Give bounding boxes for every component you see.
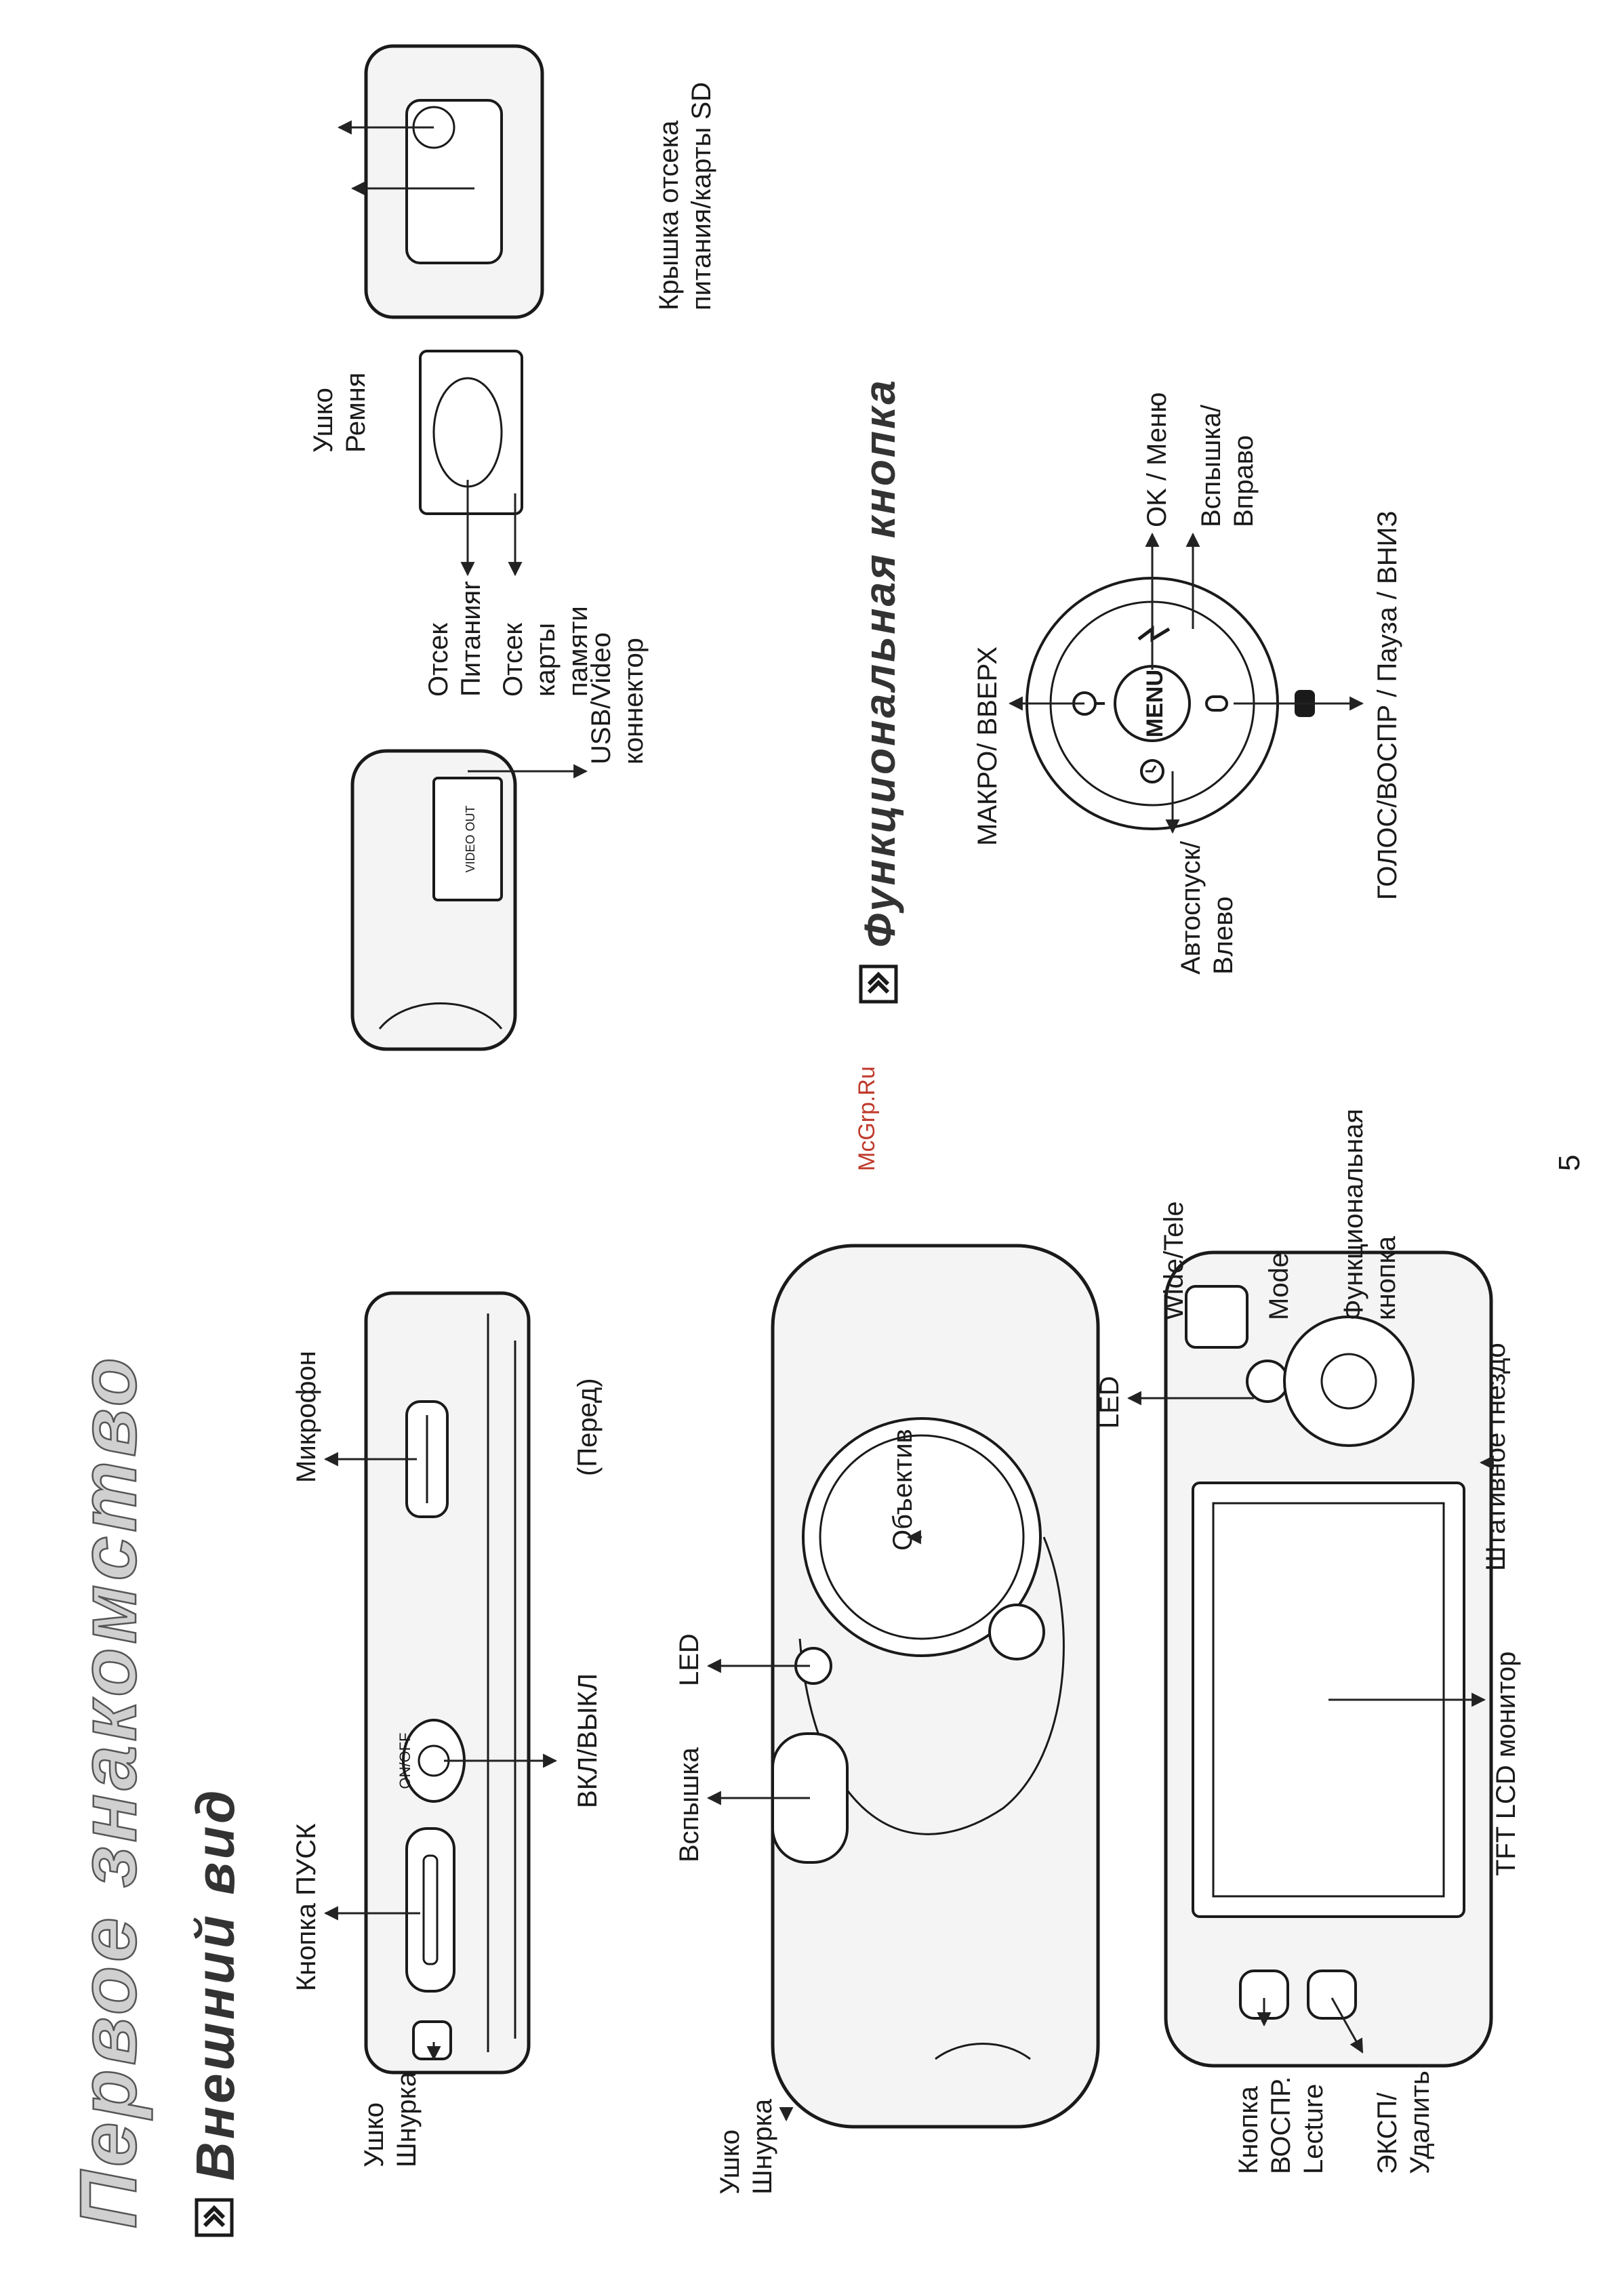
camera-left-side-view: VIDEO OUT	[350, 749, 517, 1051]
camera-top-view: ON/OFF	[364, 1291, 531, 2075]
power-button-text: ON/OFF	[397, 1732, 413, 1789]
label-tripod: Штативное гнездо	[1481, 1343, 1511, 1571]
label-flash: Вспышка	[674, 1747, 704, 1862]
page-number: 5	[1553, 1155, 1586, 1171]
label-front: (Перед)	[573, 1378, 603, 1476]
function-pad-center-button[interactable]: MENU	[1142, 670, 1168, 737]
function-pad: MENU	[1026, 577, 1315, 830]
port-text: VIDEO OUT	[464, 805, 477, 872]
label-flash-right: Вспышка/Вправо	[1196, 404, 1259, 527]
microphone-icon[interactable]	[1205, 695, 1228, 712]
label-led-front: LED	[674, 1633, 704, 1686]
camera-battery-door-open	[419, 350, 523, 515]
self-timer-icon[interactable]	[1140, 759, 1164, 783]
label-tft: TFT LCD монитор	[1491, 1652, 1521, 1876]
section-heading-external: Внешний вид	[185, 1787, 245, 2181]
camera-right-side-view	[364, 44, 544, 319]
label-voice-down: ГОЛОС/ВОСПР / Пауза / ВНИЗ	[1373, 510, 1402, 900]
label-microphone: Микрофон	[291, 1351, 321, 1483]
page-title: Первое знакомство	[64, 1353, 153, 2228]
label-wide-tele: Wide/Tele	[1159, 1201, 1189, 1320]
label-ok-menu: OK / Меню	[1142, 392, 1172, 527]
label-shutter: Кнопка ПУСК	[291, 1823, 321, 1991]
watermark: McGrp.Ru	[854, 1066, 880, 1171]
label-self-timer-left: Автоспуск/Влево	[1176, 840, 1238, 975]
camera-front-view	[771, 1244, 1100, 2129]
label-lens: Объектив	[888, 1429, 918, 1551]
label-macro-up: МАКРО/ ВВЕРХ	[973, 647, 1002, 846]
label-led-back: LED	[1095, 1376, 1124, 1429]
section-arrow-icon	[859, 964, 898, 1004]
section-arrow-icon	[195, 2198, 234, 2237]
label-power: ВКЛ/ВЫКЛ	[573, 1673, 603, 1808]
section-heading-function: Функциональная кнопка	[855, 378, 904, 947]
label-mode: Mode	[1264, 1252, 1294, 1320]
label-exposure: ЭКСП/Удалить	[1373, 2070, 1435, 2174]
camera-back-view	[1164, 1250, 1493, 2068]
